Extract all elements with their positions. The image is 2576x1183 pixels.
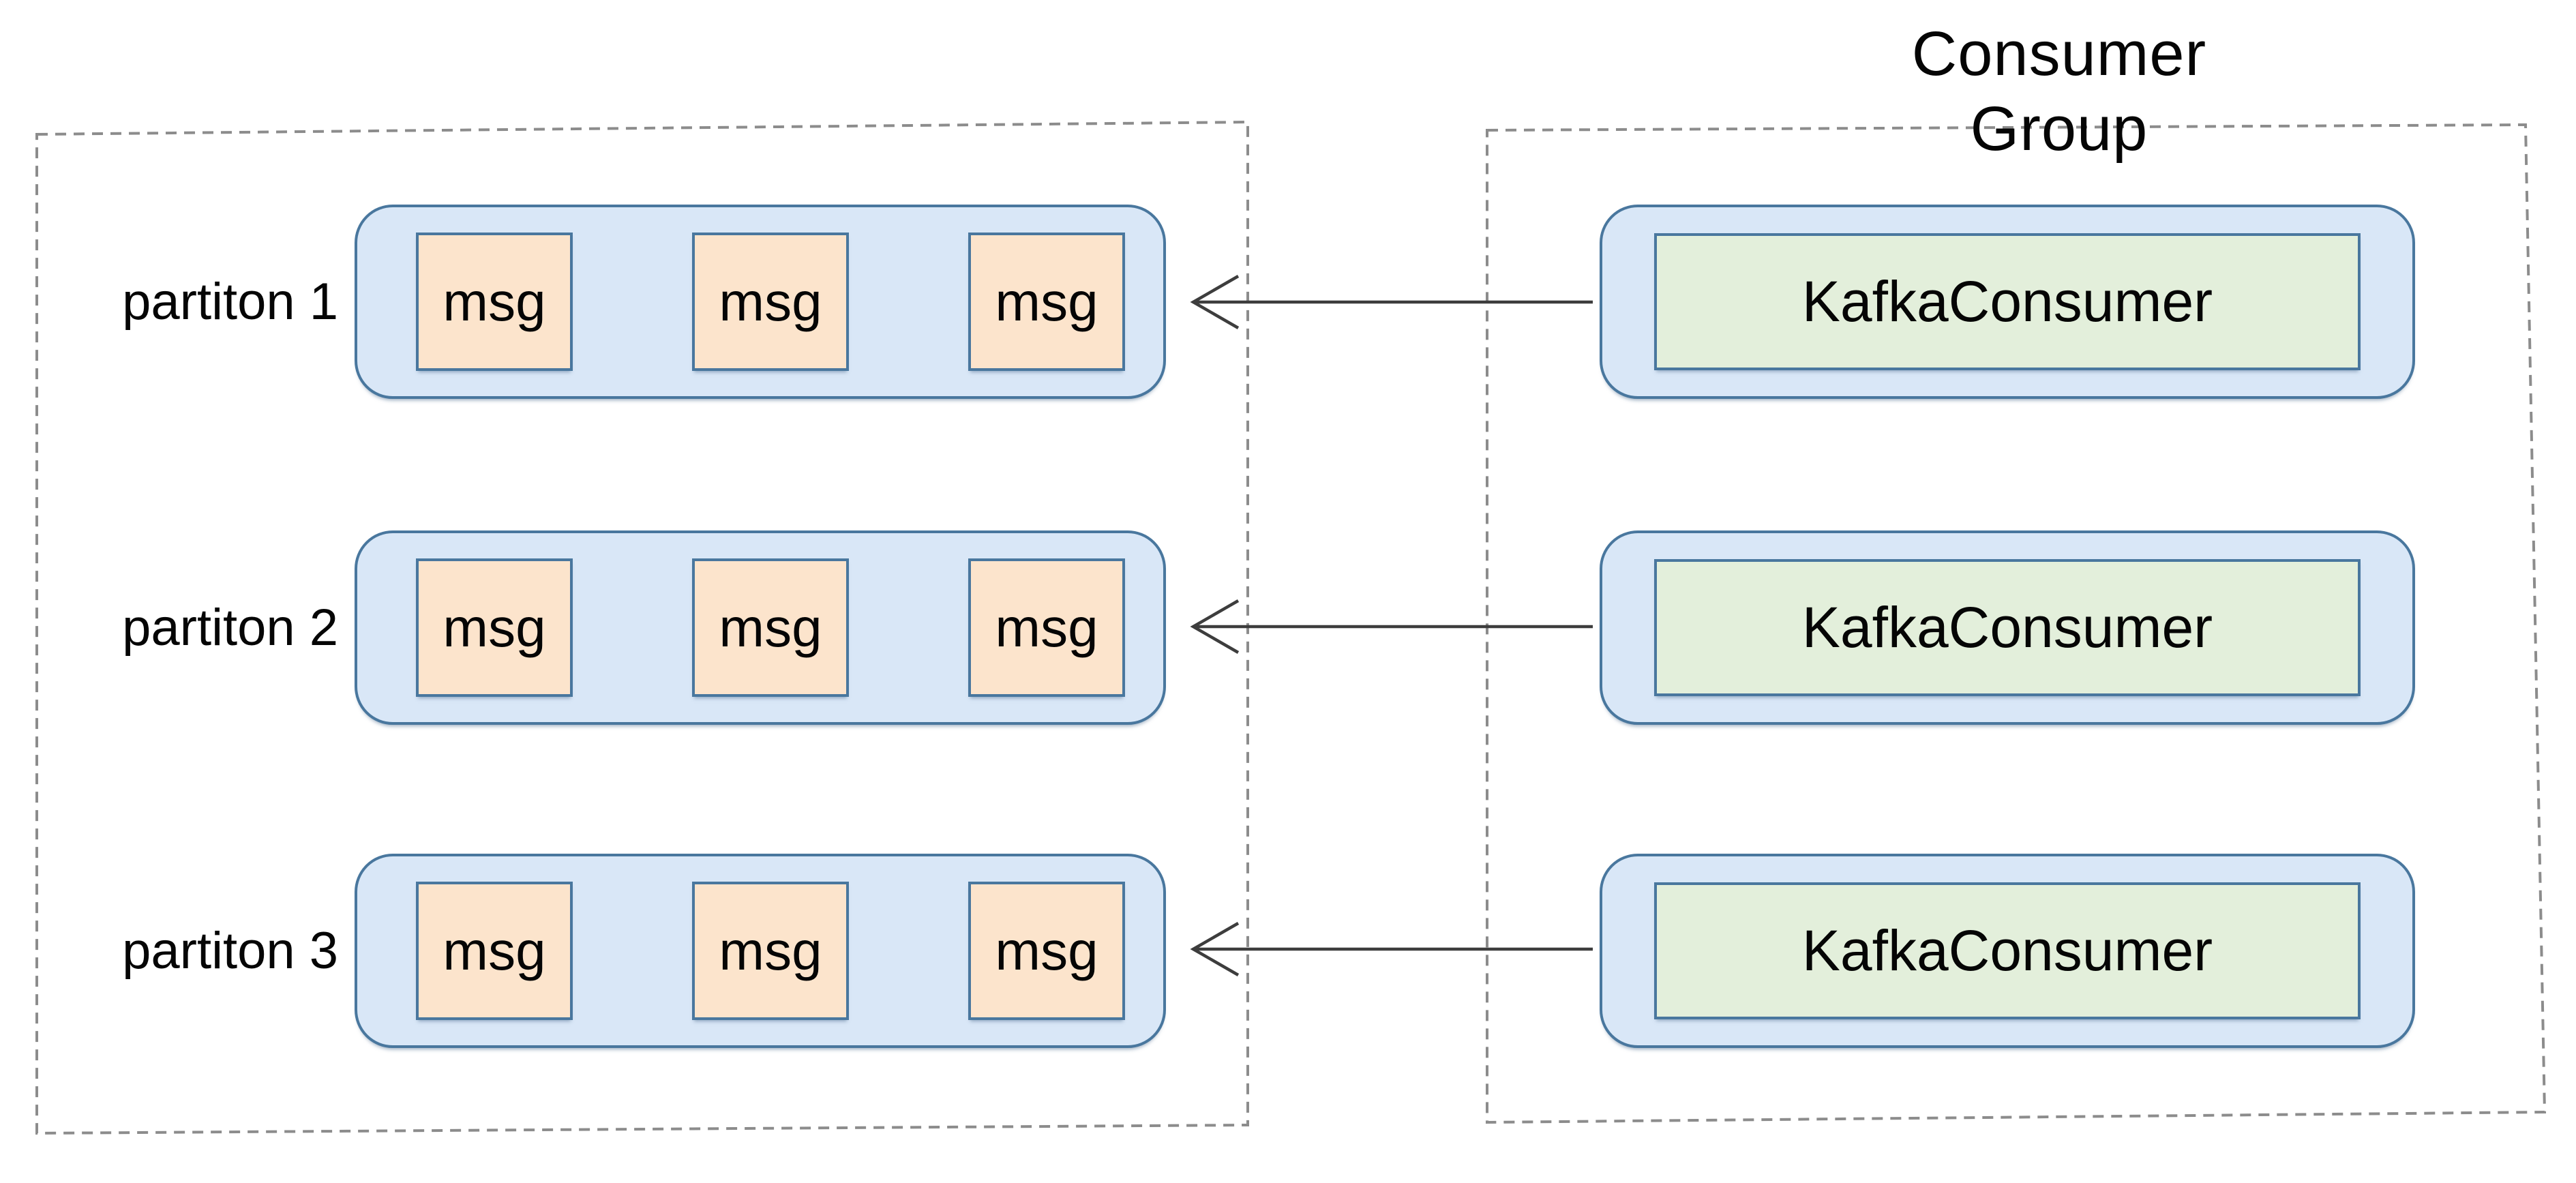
kafka-consumer-3-inner-box: KafkaConsumer xyxy=(1654,882,2361,1019)
message-box: msg xyxy=(416,558,573,697)
message-box: msg xyxy=(968,882,1125,1020)
kafka-consumer-1-inner-box: KafkaConsumer xyxy=(1654,233,2361,370)
kafka-consumer-label: KafkaConsumer xyxy=(1801,595,2213,659)
message-label: msg xyxy=(443,920,546,981)
message-label: msg xyxy=(719,920,822,981)
arrow-consumer1-to-partition1 xyxy=(1190,275,1593,329)
kafka-consumer-1-box: KafkaConsumer xyxy=(1600,205,2415,399)
partition-1-box: msg msg msg xyxy=(355,205,1166,399)
partition-2-label: partiton 2 xyxy=(122,599,338,657)
message-box: msg xyxy=(416,233,573,371)
kafka-consumer-3-box: KafkaConsumer xyxy=(1600,854,2415,1048)
message-label: msg xyxy=(995,271,1098,332)
message-label: msg xyxy=(443,597,546,658)
message-label: msg xyxy=(995,597,1098,658)
message-box: msg xyxy=(692,882,849,1020)
arrow-consumer3-to-partition3 xyxy=(1190,922,1593,976)
message-label: msg xyxy=(443,271,546,332)
message-label: msg xyxy=(995,920,1098,981)
kafka-consumer-2-inner-box: KafkaConsumer xyxy=(1654,559,2361,696)
partitions-dashed-container xyxy=(35,120,1249,1135)
kafka-consumer-2-box: KafkaConsumer xyxy=(1600,530,2415,725)
message-box: msg xyxy=(416,882,573,1020)
message-label: msg xyxy=(719,271,822,332)
message-box: msg xyxy=(692,558,849,697)
message-box: msg xyxy=(968,558,1125,697)
kafka-consumer-label: KafkaConsumer xyxy=(1801,269,2213,333)
partition-1-label: partiton 1 xyxy=(122,273,338,331)
partition-3-box: msg msg msg xyxy=(355,854,1166,1048)
message-label: msg xyxy=(719,597,822,658)
consumer-group-dashed-container xyxy=(1486,123,2547,1124)
arrow-consumer2-to-partition2 xyxy=(1190,599,1593,654)
kafka-consumer-label: KafkaConsumer xyxy=(1801,918,2213,983)
message-box: msg xyxy=(968,233,1125,371)
partition-3-label: partiton 3 xyxy=(122,922,338,980)
partition-2-box: msg msg msg xyxy=(355,530,1166,725)
message-box: msg xyxy=(692,233,849,371)
consumer-group-title: Consumer Group xyxy=(1911,19,2207,164)
